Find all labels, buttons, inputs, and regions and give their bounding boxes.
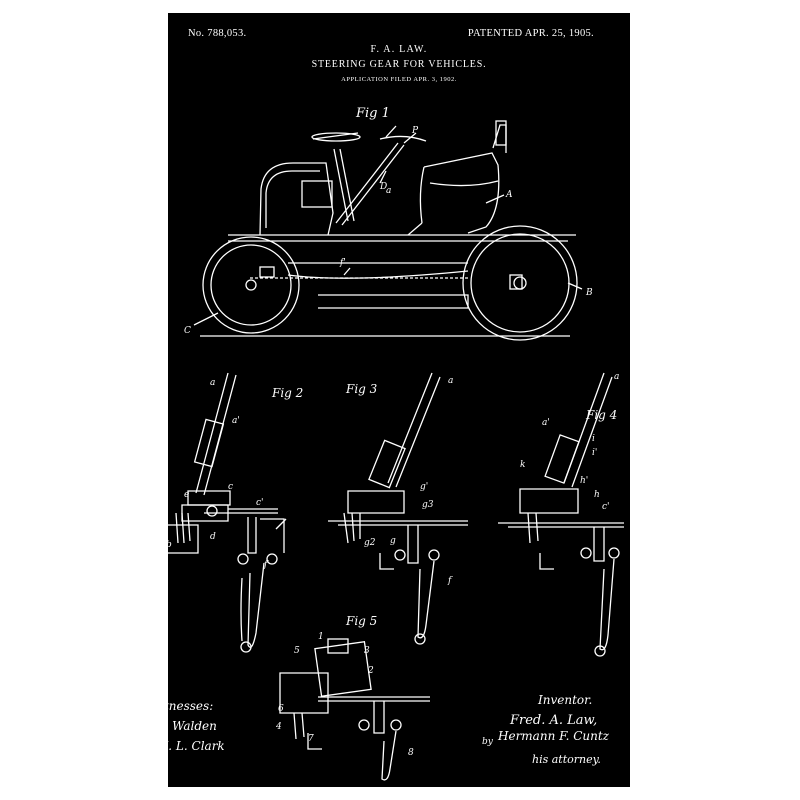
- fig1-ref-f-prime: f': [339, 258, 346, 268]
- patent-drawing: Fig 1 Fig 2 Fig 3 Fig 4 Fig 5 P D a A f'…: [168, 106, 624, 781]
- fig4-ref-c-prime: c': [602, 502, 610, 512]
- fig3-ref-f: f: [447, 576, 453, 586]
- application-filed-line: APPLICATION FILED APR. 3, 1902.: [341, 76, 457, 83]
- fig5-ref-6: 6: [278, 704, 284, 714]
- fig1-ref-c: C: [184, 326, 191, 336]
- fig2-label: Fig 2: [271, 386, 303, 400]
- witness-1-signature: H. Walden: [154, 719, 217, 733]
- fig4-label: Fig 4: [585, 408, 617, 422]
- fig1-ref-p: P: [411, 126, 419, 136]
- fig4-ref-i-prime: i': [592, 448, 597, 458]
- fig1-vehicle-drawing: [193, 120, 583, 341]
- attorney-signature: Hermann F. Cuntz: [498, 729, 609, 743]
- patent-date: PATENTED APR. 25, 1905.: [467, 28, 594, 39]
- fig2-ref-b: b: [168, 540, 172, 550]
- patent-sheet: Fig 1 Fig 2 Fig 3 Fig 4 Fig 5 P D a A f'…: [148, 13, 630, 787]
- fig5-ref-7: 7: [308, 734, 314, 744]
- fig1-label: Fig 1: [355, 106, 390, 121]
- witness-2-signature: M. L. Clark: [156, 739, 225, 753]
- fig3-label: Fig 3: [345, 382, 378, 396]
- fig4-ref-a: a: [614, 372, 619, 382]
- inventor-label: Inventor.: [538, 693, 593, 707]
- fig3-ref-a: a: [448, 376, 453, 386]
- fig4-ref-a-prime: a': [542, 418, 550, 428]
- inventor-title: F. A. LAW.: [370, 44, 428, 55]
- attorney-label: his attorney.: [532, 753, 601, 766]
- fig4-ref-h-prime: h': [580, 476, 588, 486]
- fig1-ref-a: a: [386, 186, 391, 196]
- fig1-ref-cap-a: A: [505, 190, 513, 200]
- fig5-ref-5: 5: [294, 646, 300, 656]
- invention-title: STEERING GEAR FOR VEHICLES.: [311, 59, 487, 70]
- fig2-mechanism-drawing: [168, 372, 287, 653]
- fig5-ref-2: 2: [367, 666, 374, 676]
- fig5-ref-1: 1: [318, 632, 324, 642]
- fig2-ref-a-prime: a': [232, 416, 240, 426]
- fig1-ref-d: D: [379, 182, 387, 192]
- inventor-signature: Fred. A. Law,: [510, 713, 598, 728]
- fig1-ref-b: B: [585, 288, 593, 298]
- fig3-ref-g2: g2: [364, 538, 376, 548]
- fig5-label: Fig 5: [345, 614, 377, 628]
- patent-number: No. 788,053.: [188, 28, 247, 39]
- fig3-mechanism-drawing: [328, 372, 468, 645]
- fig2-ref-c-prime: c': [256, 498, 264, 508]
- fig3-ref-g: g: [390, 536, 396, 546]
- fig4-ref-h: h: [594, 490, 600, 500]
- by-label: by: [482, 737, 493, 747]
- fig5-ref-8: 8: [408, 748, 414, 758]
- fig4-ref-i: i: [592, 434, 595, 444]
- fig2-ref-e: e: [184, 490, 189, 500]
- fig2-ref-d: d: [210, 532, 216, 542]
- fig2-ref-c: c: [228, 482, 233, 492]
- fig4-mechanism-drawing: [498, 372, 624, 657]
- fig2-ref-f: f: [263, 560, 269, 570]
- fig3-ref-g3: g3: [422, 500, 434, 510]
- fig5-ref-4: 4: [275, 722, 282, 732]
- fig3-ref-g-prime: g': [420, 482, 428, 492]
- fig4-ref-k: k: [520, 460, 525, 470]
- fig5-ref-3: 3: [364, 646, 370, 656]
- witnesses-label: Witnesses:: [148, 699, 214, 713]
- fig5-mechanism-drawing: [279, 638, 430, 781]
- fig2-ref-a: a: [210, 378, 215, 388]
